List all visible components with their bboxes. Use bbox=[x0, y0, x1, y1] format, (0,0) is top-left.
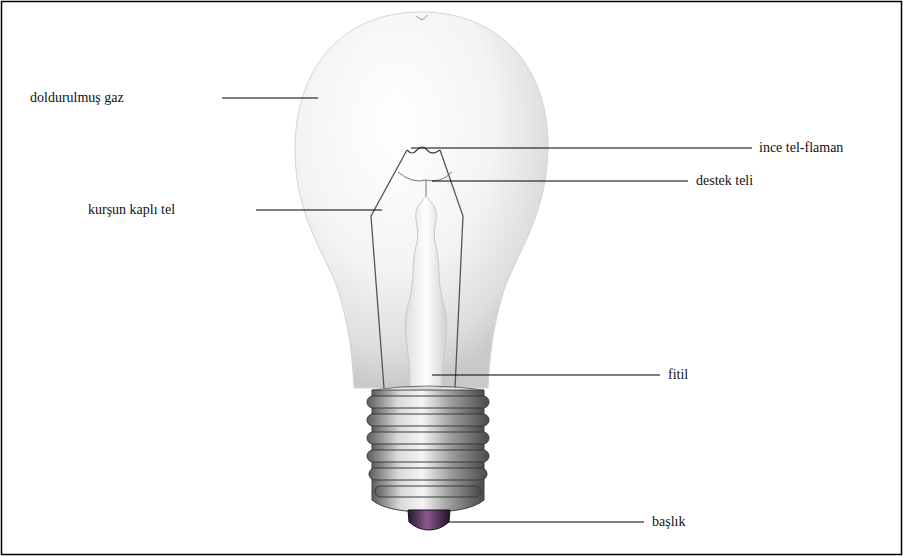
thread bbox=[369, 468, 487, 480]
thread bbox=[375, 486, 481, 497]
leader-line bbox=[432, 181, 688, 182]
lead-wire-left bbox=[371, 150, 407, 388]
glass-tip bbox=[416, 15, 428, 20]
leader-line bbox=[256, 210, 382, 211]
leader-line bbox=[432, 375, 660, 376]
leader-lines bbox=[222, 98, 752, 522]
thread bbox=[367, 414, 489, 426]
contact-tip bbox=[408, 510, 450, 530]
part-label: doldurulmuş gaz bbox=[30, 89, 124, 107]
thread bbox=[367, 432, 489, 444]
thread bbox=[367, 396, 489, 408]
screw-threads bbox=[367, 396, 489, 497]
support-wire bbox=[398, 172, 452, 181]
lead-wire-right bbox=[440, 150, 463, 388]
leader-line bbox=[449, 522, 644, 523]
thread bbox=[367, 450, 489, 462]
glass-globe bbox=[295, 12, 548, 388]
glass-stem bbox=[405, 196, 447, 388]
base-rim bbox=[372, 386, 484, 390]
part-label: başlık bbox=[652, 513, 685, 531]
part-label: kurşun kaplı tel bbox=[88, 201, 175, 219]
leader-line bbox=[222, 98, 318, 99]
part-label: destek teli bbox=[696, 172, 753, 190]
part-label: fitil bbox=[668, 366, 688, 384]
leader-line bbox=[411, 148, 752, 149]
support-post bbox=[426, 180, 427, 196]
part-label: ince tel-flaman bbox=[759, 139, 843, 157]
